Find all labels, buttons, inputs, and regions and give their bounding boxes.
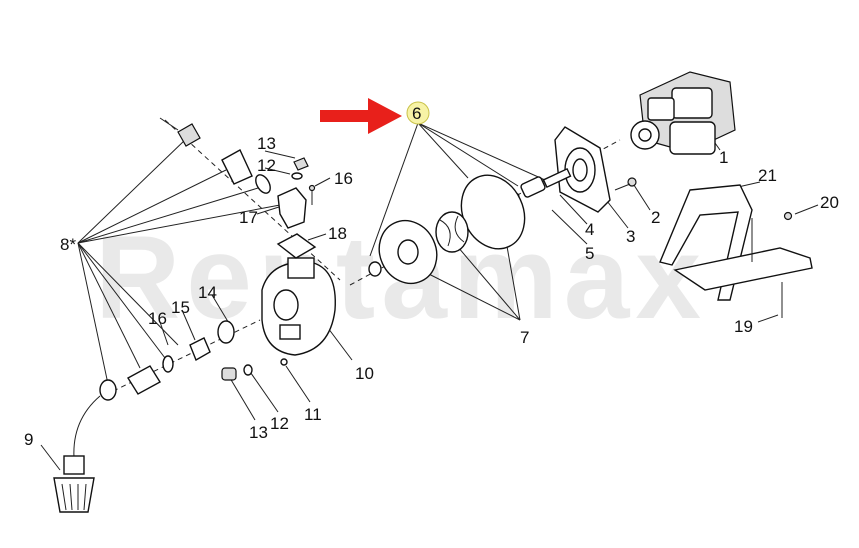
label-2: 2 bbox=[651, 208, 660, 227]
label-17: 17 bbox=[239, 208, 258, 227]
label-12-bottom: 12 bbox=[270, 414, 289, 433]
frame-part bbox=[659, 184, 813, 301]
label-3: 3 bbox=[626, 227, 635, 246]
volute-part bbox=[378, 219, 438, 285]
label-8: 8* bbox=[60, 235, 76, 254]
label-19: 19 bbox=[734, 317, 753, 336]
top-screw-part bbox=[308, 184, 316, 205]
label-5: 5 bbox=[585, 244, 594, 263]
frame-screws-part bbox=[781, 211, 793, 318]
engine-part bbox=[630, 71, 736, 155]
impeller-part bbox=[435, 211, 469, 253]
leader-lines bbox=[40, 119, 819, 471]
square-gasket-part bbox=[276, 233, 317, 259]
label-6: 6 bbox=[412, 104, 421, 123]
label-21: 21 bbox=[758, 166, 777, 185]
upper-hose-part bbox=[159, 117, 271, 194]
label-20: 20 bbox=[820, 193, 839, 212]
drain-plug-part bbox=[221, 358, 288, 381]
label-7: 7 bbox=[520, 328, 529, 347]
highlight-circle bbox=[406, 101, 430, 125]
o-ring-part bbox=[368, 261, 382, 277]
label-14: 14 bbox=[198, 283, 217, 302]
part-labels: 6 1 21 2 3 4 5 20 19 7 13 12 16 17 18 8*… bbox=[24, 104, 839, 449]
label-13-top: 13 bbox=[257, 134, 276, 153]
label-15: 15 bbox=[171, 298, 190, 317]
bolt-part bbox=[614, 177, 637, 191]
adapter-plate-part bbox=[554, 126, 611, 213]
label-10: 10 bbox=[355, 364, 374, 383]
red-arrow-icon bbox=[320, 98, 402, 134]
label-12-top: 12 bbox=[257, 156, 276, 175]
label-11: 11 bbox=[304, 405, 322, 424]
label-1: 1 bbox=[719, 148, 728, 167]
elbow-part bbox=[277, 187, 307, 229]
lower-hose-part bbox=[99, 320, 235, 401]
pump-housing-part bbox=[261, 257, 336, 356]
label-16-bottom: 16 bbox=[148, 309, 167, 328]
label-9: 9 bbox=[24, 430, 33, 449]
strainer-part bbox=[53, 395, 101, 513]
label-16-top: 16 bbox=[334, 169, 353, 188]
label-13-bottom: 13 bbox=[249, 423, 268, 442]
label-4: 4 bbox=[585, 220, 594, 239]
label-18: 18 bbox=[328, 224, 347, 243]
top-plug-part bbox=[291, 157, 309, 180]
